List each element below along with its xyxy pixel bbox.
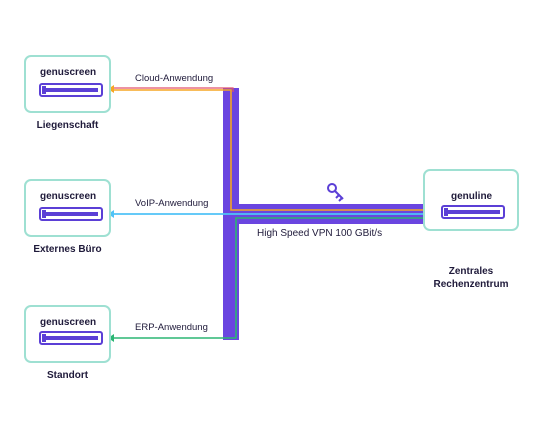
vpn-label: High Speed VPN 100 GBit/s (257, 228, 383, 239)
erp-connection-line (112, 217, 426, 339)
key-icon (327, 183, 344, 202)
box-liegenschaft (24, 55, 111, 113)
site-label-liegenschaft: Liegenschaft (36, 120, 99, 131)
site-label-datacenter-1: Zentrales (448, 266, 494, 277)
cloud-connection-line-red (112, 87, 234, 92)
box-standort (24, 305, 111, 363)
device-name-standort: genuscreen (40, 317, 97, 328)
device-name-liegenschaft: genuscreen (40, 67, 97, 78)
connection-label-voip: VoIP-Anwendung (133, 198, 211, 209)
device-name-buero: genuscreen (40, 191, 97, 202)
device-name-datacenter: genuline (451, 191, 493, 202)
connection-label-cloud: Cloud-Anwendung (133, 73, 216, 84)
site-label-standort: Standort (46, 370, 89, 381)
site-label-datacenter-2: Rechenzentrum (433, 279, 509, 290)
connection-label-erp: ERP-Anwendung (133, 322, 210, 333)
box-buero (24, 179, 111, 237)
box-datacenter (423, 169, 519, 231)
cloud-connection-line (112, 89, 426, 211)
site-label-buero: Externes Büro (33, 244, 102, 255)
